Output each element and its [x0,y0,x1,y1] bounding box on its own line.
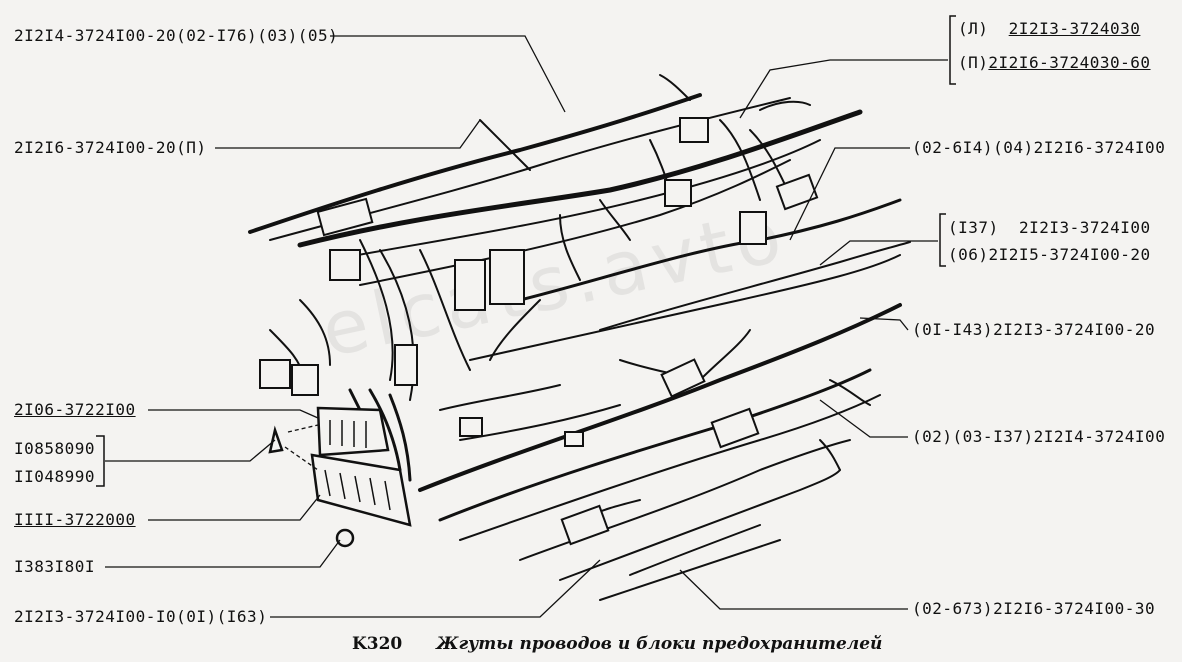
fuse-block-lower [310,453,412,527]
label-r3b: (06)2I2I5-3724I00-20 [948,245,1151,264]
label-part-II048990: II048990 [14,467,96,486]
label-r2: (02-6I4)(04)2I2I6-3724I00 [912,138,1166,157]
label-r3a-code: 2I2I3-3724I00 [1018,218,1151,237]
label-r5: (02)(03-I37)2I2I4-3724I00 [912,427,1166,446]
label-harness-2I2I6-20-p: 2I2I6-3724I00-20(П) [14,138,207,157]
label-r3a-prefix: (I37) [948,218,999,237]
figure-caption: K320 Жгуты проводов и блоки предохранител… [352,634,882,654]
label-r1b-prefix: (П) [958,53,989,72]
figure-title: Жгуты проводов и блоки предохранителей [436,634,883,654]
leader-lines [105,35,948,618]
harness-lower [418,303,902,492]
label-r4: (0I-I43)2I2I3-3724I00-20 [912,320,1156,339]
label-fuse-block-2I06: 2I06-3722I00 [14,400,136,419]
fuse-block-upper [316,406,390,457]
label-r1a: (Л) 2I2I3-3724030 [958,20,1140,38]
label-r1a-prefix: (Л) [958,19,989,38]
label-part-I383I80I: I383I80I [14,557,96,576]
label-r3a: (I37) 2I2I3-3724I00 [948,219,1151,237]
label-r6: (02-673)2I2I6-3724I00-30 [912,599,1156,618]
label-r1b: (П)2I2I6-3724030-60 [958,54,1151,72]
label-r1a-code: 2I2I3-3724030 [1008,19,1141,38]
label-fuse-block-IIII: IIII-3722000 [14,510,136,529]
figure-code: K320 [352,634,403,654]
label-part-I0858090: I0858090 [14,439,96,458]
harness-main [297,109,863,248]
label-r1b-code: 2I2I6-3724030-60 [988,53,1151,72]
label-harness-2I2I4-20: 2I2I4-3724I00-20(02-I76)(03)(05) [14,26,339,45]
label-harness-2I2I3-I0: 2I2I3-3724I00-I0(0I)(I63) [14,607,268,626]
